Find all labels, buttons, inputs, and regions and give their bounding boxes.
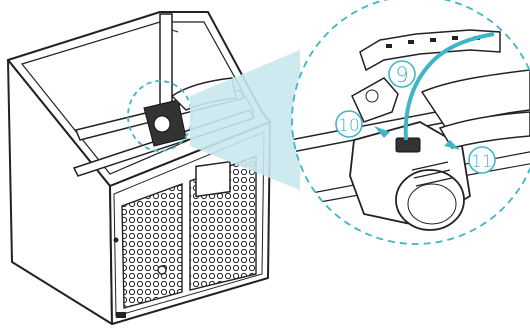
printer-body [8, 12, 270, 324]
step-10-marker: 10 [336, 111, 362, 137]
front-mesh-left [122, 184, 182, 308]
step-10-label: 10 [338, 116, 360, 136]
hotend-fan [396, 170, 464, 230]
step-11-label: 11 [471, 152, 493, 172]
cable-connector[interactable] [396, 138, 420, 152]
zoom-detail [290, 0, 530, 244]
step-11-marker: 11 [469, 147, 495, 173]
step-9-label: 9 [395, 63, 408, 87]
step-9-marker: 9 [389, 61, 415, 87]
printer-display [196, 162, 230, 197]
printer-knob [158, 266, 166, 274]
